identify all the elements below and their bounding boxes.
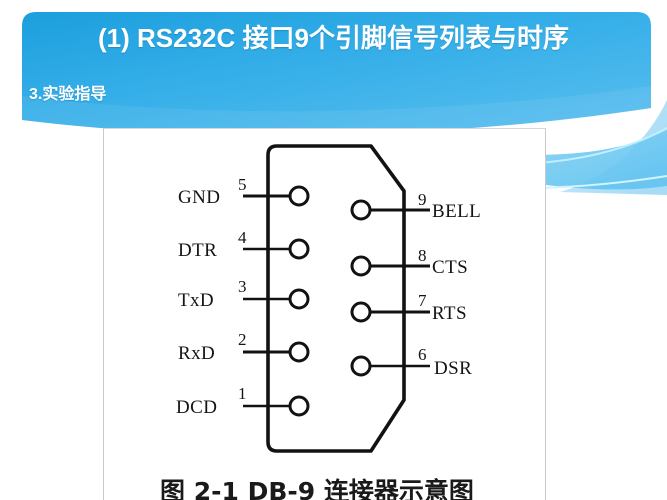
- banner-shape: [22, 12, 651, 136]
- banner-sheen: [22, 86, 651, 136]
- diagram-panel: [103, 128, 546, 500]
- header-banner: [22, 12, 651, 136]
- section-subtitle: 3.实验指导: [29, 86, 107, 103]
- page-title: (1) RS232C 接口9个引脚信号列表与时序: [98, 23, 569, 53]
